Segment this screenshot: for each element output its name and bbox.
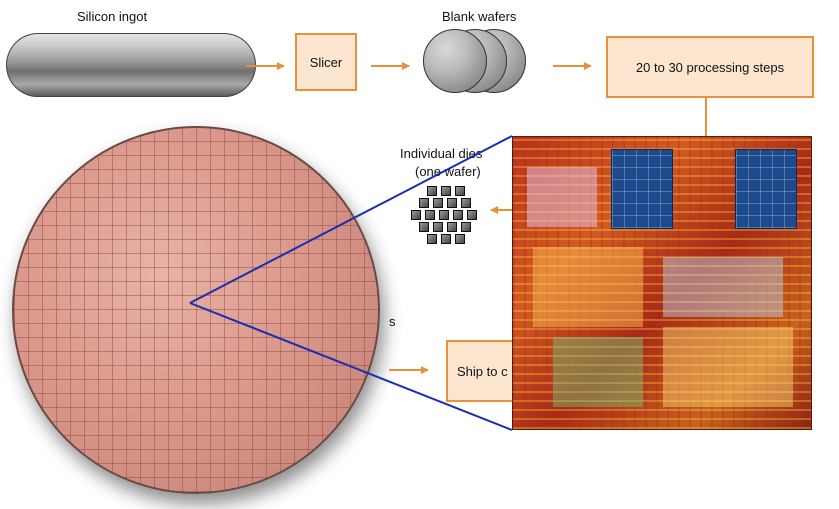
die bbox=[419, 198, 429, 208]
cache-block-right bbox=[735, 149, 797, 229]
logic-block bbox=[527, 167, 597, 227]
die bbox=[433, 222, 443, 232]
logic-block bbox=[663, 257, 783, 317]
blank-wafers-label: Blank wafers bbox=[442, 9, 517, 24]
die bbox=[455, 186, 465, 196]
one-wafer-label: (one wafer) bbox=[415, 164, 481, 179]
zoom-line-top bbox=[189, 135, 513, 304]
logic-block bbox=[533, 247, 643, 327]
blank-wafer-1 bbox=[423, 29, 487, 93]
slicer-box: Slicer bbox=[295, 33, 357, 91]
die bbox=[441, 234, 451, 244]
die bbox=[427, 186, 437, 196]
die bbox=[411, 210, 421, 220]
silicon-ingot-label: Silicon ingot bbox=[77, 9, 148, 24]
processing-steps-box: 20 to 30 processing steps bbox=[606, 36, 814, 98]
die bbox=[425, 210, 435, 220]
individual-dies-cluster bbox=[405, 186, 495, 246]
die bbox=[453, 210, 463, 220]
die bbox=[419, 222, 429, 232]
die bbox=[439, 210, 449, 220]
individual-dies-label: Individual dies bbox=[400, 146, 483, 161]
wafer-photo bbox=[12, 126, 380, 494]
die bbox=[447, 222, 457, 232]
die bbox=[467, 210, 477, 220]
die bbox=[433, 198, 443, 208]
die bbox=[461, 198, 471, 208]
logic-block bbox=[553, 337, 643, 407]
cache-block-left bbox=[611, 149, 673, 229]
die bbox=[441, 186, 451, 196]
die bbox=[455, 234, 465, 244]
die bbox=[427, 234, 437, 244]
stray-text: s bbox=[389, 314, 396, 329]
silicon-ingot bbox=[6, 33, 256, 97]
zoom-line-bottom bbox=[189, 302, 513, 431]
logic-block bbox=[663, 327, 793, 407]
die bbox=[447, 198, 457, 208]
die bbox=[461, 222, 471, 232]
die-photo bbox=[512, 136, 812, 430]
